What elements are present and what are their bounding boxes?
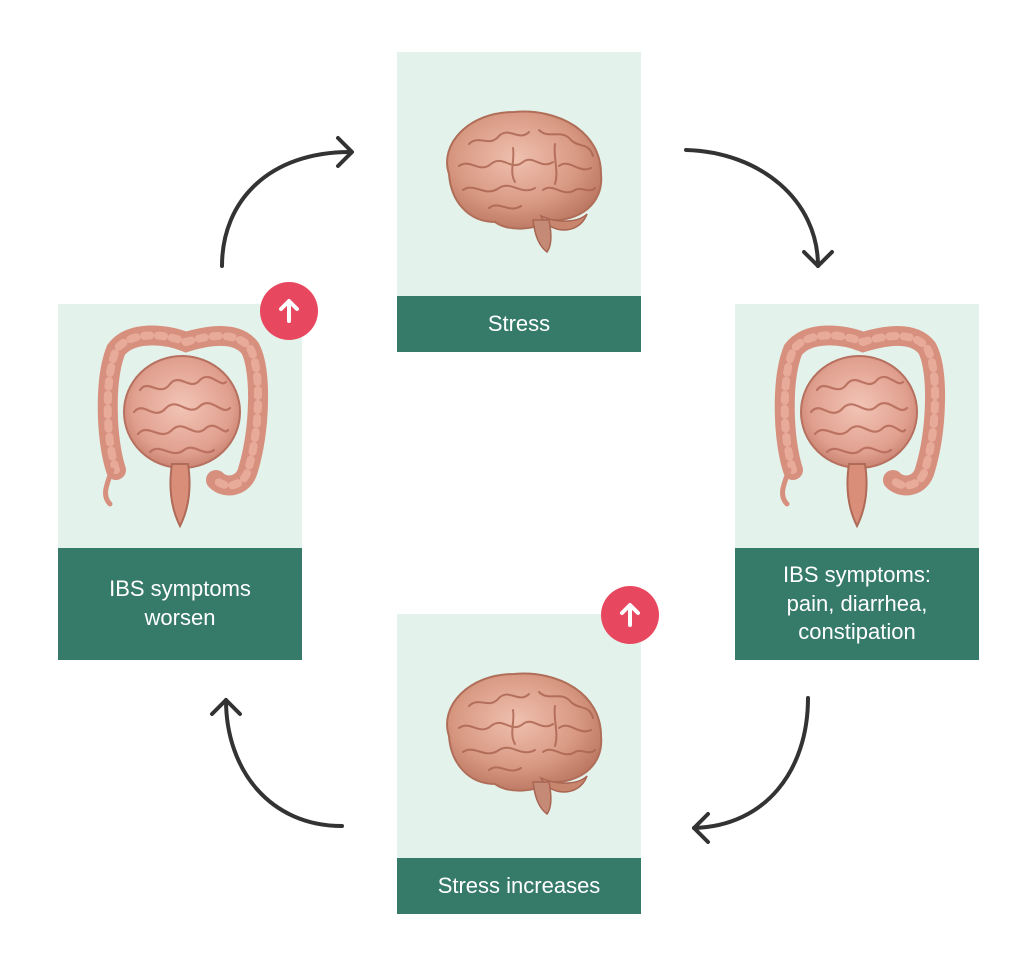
arrow-bottom-to-left <box>210 698 344 828</box>
intestines-icon <box>58 304 302 548</box>
cycle-node-ibs-symptoms: IBS symptoms: pain, diarrhea, constipati… <box>735 304 979 660</box>
arrow-left-to-top <box>220 136 354 268</box>
node-label: Stress <box>487 310 551 336</box>
node-label-bar: Stress increases <box>397 858 641 914</box>
node-label: IBS symptoms: pain, diarrhea, constipati… <box>783 562 931 645</box>
intestines-icon <box>735 304 979 548</box>
arrow-up-icon <box>260 282 318 340</box>
node-label-bar: IBS symptoms: pain, diarrhea, constipati… <box>735 548 979 660</box>
cycle-node-stress: Stress <box>397 52 641 352</box>
node-label-bar: Stress <box>397 296 641 352</box>
cycle-node-stress-increases: Stress increases <box>397 614 641 914</box>
brain-icon <box>397 614 641 858</box>
cycle-node-ibs-worsen: IBS symptoms worsen <box>58 304 302 660</box>
node-label: IBS symptoms worsen <box>109 576 251 630</box>
node-label: Stress increases <box>437 872 601 898</box>
node-label-bar: IBS symptoms worsen <box>58 548 302 660</box>
arrow-up-icon <box>601 586 659 644</box>
arrow-top-to-right <box>684 148 834 268</box>
brain-icon <box>397 52 641 296</box>
arrow-right-to-bottom <box>692 696 810 844</box>
